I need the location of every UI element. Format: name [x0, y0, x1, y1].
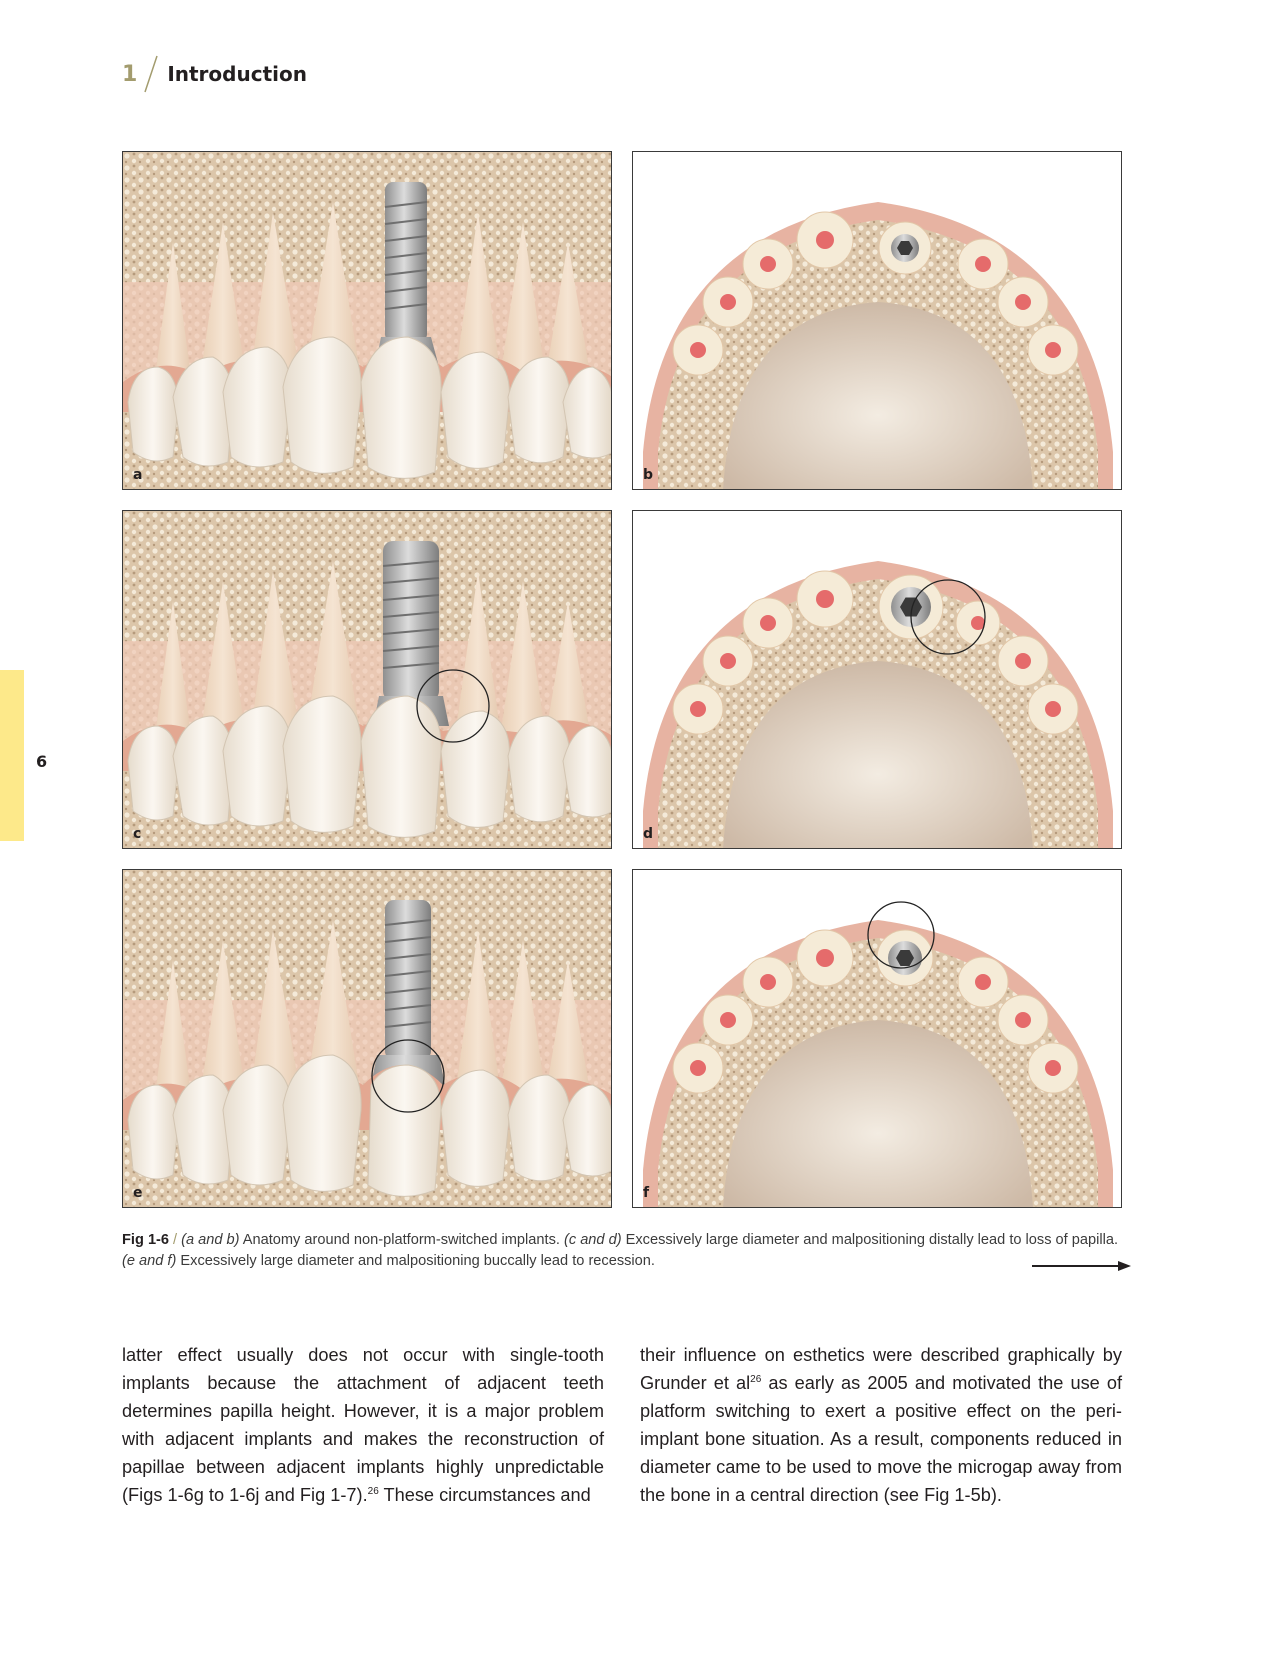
- occlusal-arch-illustration: [643, 202, 1113, 489]
- caption-tag: (e and f): [122, 1253, 177, 1269]
- body-text-column-right: their influence on esthetics were descri…: [640, 1341, 1122, 1509]
- figure-panel-b: b: [632, 151, 1122, 490]
- highlight-circle-icon: [371, 1039, 445, 1113]
- figure-label: Fig 1-6: [122, 1232, 170, 1248]
- figure-caption: Fig 1-6/(a and b) Anatomy around non-pla…: [122, 1230, 1130, 1272]
- panel-label: a: [133, 467, 143, 483]
- implant-icon: [878, 574, 944, 640]
- body-text-column-left: latter effect usually does not occur wit…: [122, 1341, 604, 1509]
- figure-panel-e: e: [122, 869, 612, 1208]
- occlusal-arch-illustration: [643, 901, 1113, 1207]
- running-header: 1 Introduction: [122, 54, 307, 94]
- figure-panel-f: f: [632, 869, 1122, 1208]
- panel-label: b: [643, 467, 654, 483]
- panel-label: f: [643, 1185, 650, 1201]
- body-text: as early as 2005 and motivated the use o…: [640, 1373, 1123, 1505]
- figure-panel-a: a: [122, 151, 612, 490]
- caption-tag: (c and d): [563, 1232, 622, 1248]
- occlusal-arch-illustration: [643, 561, 1113, 848]
- frontal-teeth-illustration: [123, 870, 611, 1207]
- body-text: These circumstances and: [378, 1485, 591, 1505]
- chapter-slash-icon: [144, 55, 159, 93]
- reference-superscript: 26: [367, 1485, 379, 1497]
- continue-arrow-icon: [1032, 1261, 1131, 1271]
- reference-superscript: 26: [750, 1373, 762, 1385]
- caption-slash: /: [173, 1232, 178, 1248]
- panel-label: e: [133, 1185, 143, 1201]
- page-number: 6: [36, 752, 48, 771]
- highlight-circle-icon: [867, 901, 935, 969]
- chapter-title: Introduction: [167, 62, 307, 86]
- highlight-circle-icon: [416, 669, 490, 743]
- figure-panel-c: c: [122, 510, 612, 849]
- panel-label: c: [133, 826, 142, 842]
- frontal-teeth-illustration: [123, 511, 611, 848]
- figure-panel-d: d: [632, 510, 1122, 849]
- caption-tag: (a and b): [181, 1232, 240, 1248]
- body-text: latter effect usually does not occur wit…: [122, 1345, 604, 1505]
- caption-text: Excessively large diameter and malpositi…: [176, 1253, 655, 1269]
- implant-icon: [876, 929, 934, 987]
- panel-label: d: [643, 826, 654, 842]
- caption-text: Anatomy around non-platform-switched imp…: [239, 1232, 564, 1248]
- implant-icon: [878, 221, 932, 275]
- tooth-socket-icons: [672, 211, 1079, 376]
- caption-text: Excessively large diameter and malpositi…: [621, 1232, 1119, 1248]
- chapter-number: 1: [122, 61, 138, 87]
- frontal-teeth-illustration: [123, 152, 611, 489]
- body-text: their influence on esthetics were descri…: [640, 1345, 1122, 1393]
- chapter-thumb-tab: [0, 670, 24, 841]
- highlight-circle-icon: [910, 579, 986, 655]
